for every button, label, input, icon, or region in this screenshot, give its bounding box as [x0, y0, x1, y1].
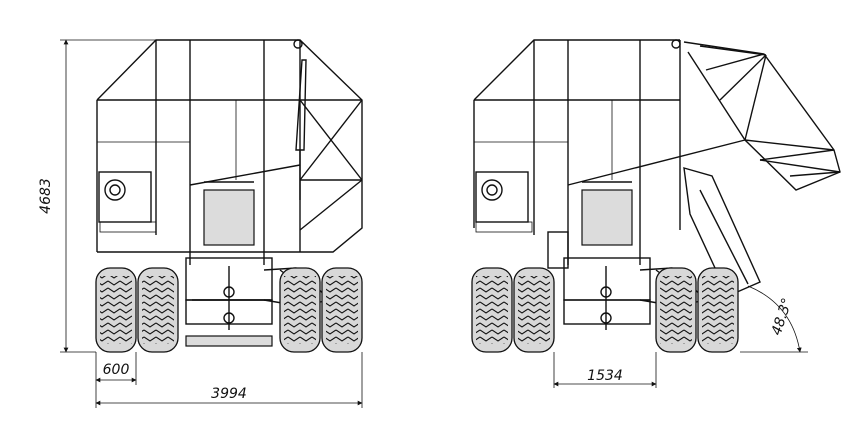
rear-wheels-right-view: [471, 267, 739, 353]
rear-wheels-left-view: [95, 267, 363, 353]
dumping-bin-rear-view: 1534 48.3°: [471, 39, 841, 388]
closed-bin-rear-view: 4683 600 3994: [38, 39, 363, 408]
height-dimension-label: 4683: [38, 178, 54, 214]
track-dimension-label: 1534: [587, 368, 623, 384]
tilt-angle-dimension-label: 48.3°: [769, 296, 796, 337]
overall-width-dimension-label: 3994: [211, 386, 247, 402]
wheel-width-dimension-label: 600: [103, 362, 130, 378]
bin-body-dumping: [473, 39, 841, 330]
dimension-lines-left: [60, 39, 363, 408]
dimension-lines-right: [553, 285, 808, 388]
